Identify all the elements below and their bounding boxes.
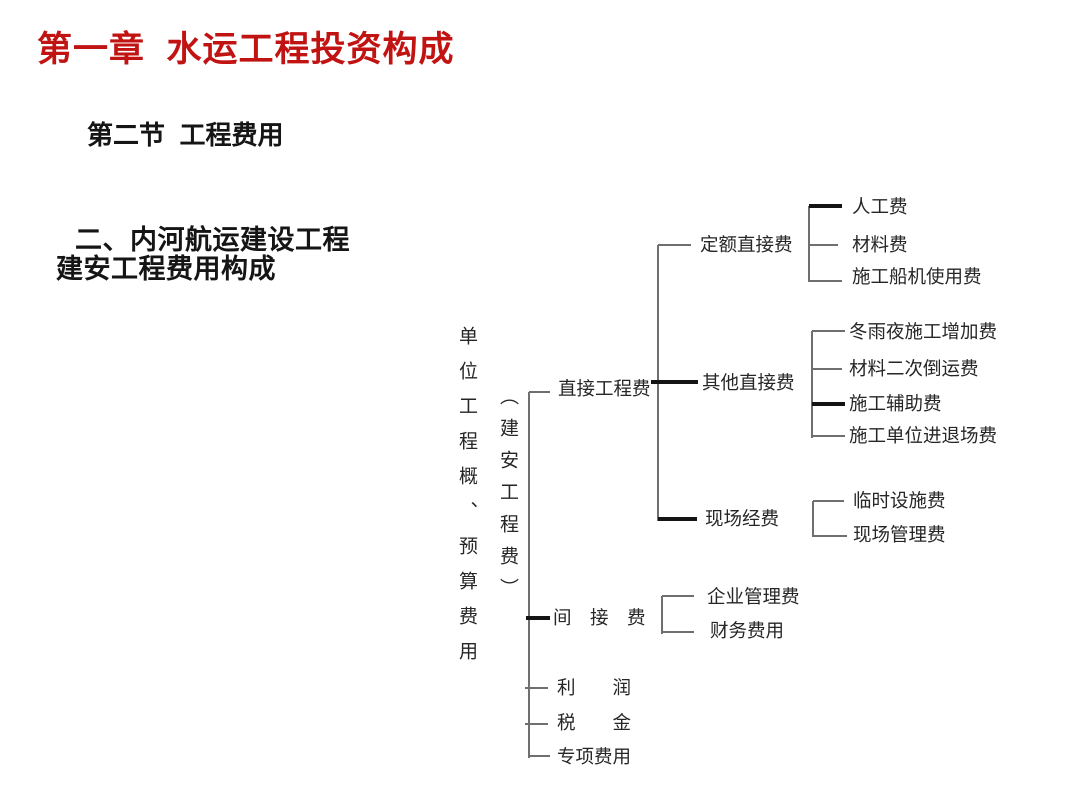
leaf-temporary-facility-cost: 临时设施费	[853, 492, 946, 512]
connector-trunk-to-indirect	[526, 616, 550, 620]
leaf-winter-rain-night-extra-cost: 冬雨夜施工增加费	[849, 323, 998, 343]
node-quota-direct-cost: 定额直接费	[700, 236, 793, 256]
connector-indirect-to-enterprise	[662, 595, 694, 597]
connector-site-to-mgmt	[813, 535, 847, 537]
leaf-mobilization-demobilization-cost: 施工单位进退场费	[849, 427, 998, 447]
node-site-expense: 现场经费	[705, 510, 780, 530]
connector-site-to-temp	[813, 500, 844, 502]
chapter-title: 第一章 水运工程投资构成	[37, 30, 455, 69]
connector-direct-to-site	[658, 517, 697, 521]
connector-other-to-aux	[812, 402, 845, 406]
connector-other-to-rehandle	[812, 368, 842, 370]
connector-indirect-bracket	[661, 596, 663, 634]
leaf-financial-cost: 财务费用	[710, 622, 785, 642]
heading-line-1: 二、内河航运建设工程	[75, 225, 350, 255]
tree-root-vertical-label: 单位工程概、预算费用	[456, 326, 477, 676]
connector-other-bracket	[811, 331, 813, 438]
node-direct-engineering-cost: 直接工程费	[558, 380, 651, 400]
connector-trunk-to-profit	[525, 687, 548, 689]
leaf-enterprise-management-cost: 企业管理费	[707, 588, 800, 608]
leaf-material-cost: 材料费	[852, 236, 908, 256]
connector-direct-to-quota	[658, 244, 691, 246]
leaf-site-management-cost: 现场管理费	[853, 526, 946, 546]
heading-line-2: 建安工程费用构成	[56, 254, 276, 284]
connector-direct-to-other	[651, 380, 698, 384]
connector-trunk-to-special	[529, 755, 550, 757]
leaf-construction-auxiliary-cost: 施工辅助费	[849, 395, 942, 415]
node-profit: 利 润	[557, 679, 632, 699]
connector-trunk	[528, 392, 530, 758]
leaf-ship-machine-usage-cost: 施工船机使用费	[852, 268, 982, 288]
node-tax: 税 金	[557, 714, 632, 734]
connector-quota-to-material	[809, 244, 838, 246]
connector-quota-to-ship	[809, 280, 842, 282]
tree-root-paren-vertical-label: ︵建安工程费︶	[497, 386, 518, 610]
connector-trunk-to-tax	[525, 723, 548, 725]
leaf-labor-cost: 人工费	[852, 198, 908, 218]
section-title: 第二节 工程费用	[87, 120, 284, 150]
node-other-direct-cost: 其他直接费	[702, 374, 795, 394]
leaf-material-rehandling-cost: 材料二次倒运费	[849, 360, 979, 380]
connector-site-bracket	[812, 501, 814, 537]
node-special-cost: 专项费用	[557, 748, 632, 768]
connector-trunk-to-direct	[529, 391, 550, 393]
connector-other-to-mobilization	[812, 435, 845, 437]
node-indirect-cost: 间 接 费	[553, 609, 646, 629]
connector-indirect-to-finance	[662, 631, 694, 633]
connector-other-to-winter	[812, 330, 845, 332]
connector-quota-to-labor	[809, 204, 842, 208]
